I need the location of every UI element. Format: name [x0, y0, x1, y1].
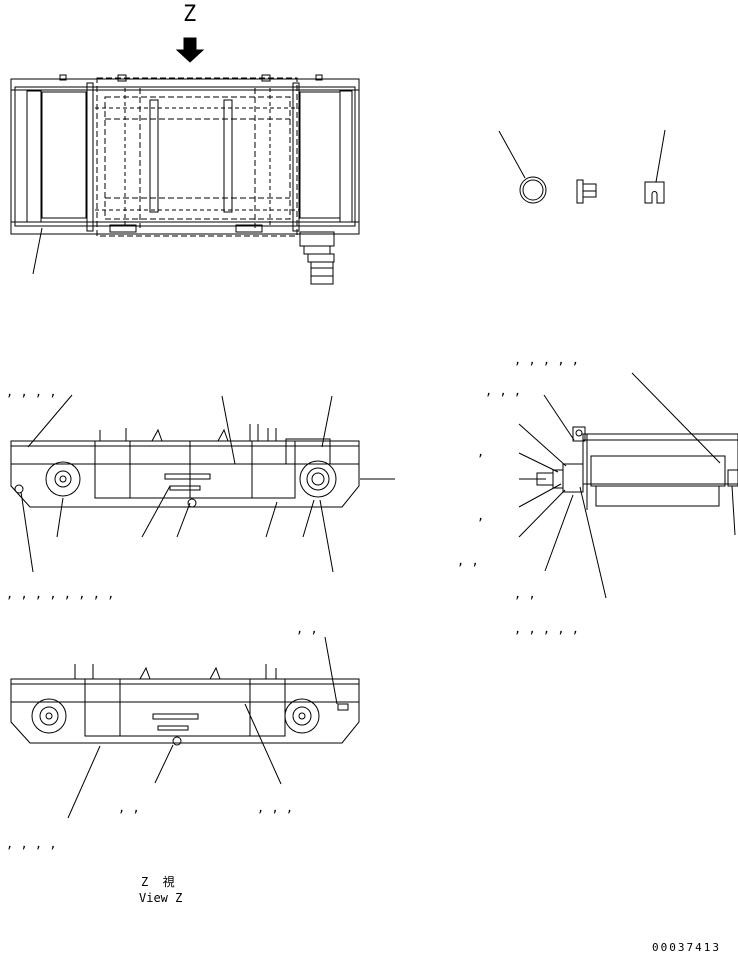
view-caption-jp: Z 視: [141, 875, 175, 889]
side-elevation-view: [11, 395, 395, 572]
callout-marks: , , , , ,: [514, 622, 580, 636]
callout-marks: , ,: [457, 554, 479, 568]
parts-detail: [499, 130, 665, 203]
end-elevation-view: [519, 373, 738, 598]
callout-marks: , , ,: [485, 384, 522, 398]
top-plan-view: [11, 38, 359, 284]
drawing-number: 00037413: [652, 941, 721, 954]
view-z-elevation: [11, 637, 359, 818]
callout-marks: , , , , ,: [514, 353, 580, 367]
callout-marks: , ,: [296, 622, 318, 636]
callout-marks: , , , ,: [6, 385, 57, 399]
callout-marks: ,: [477, 445, 485, 459]
callout-marks: ,: [477, 509, 485, 523]
callout-marks: , , , , , , , ,: [6, 587, 115, 601]
callout-marks: , , ,: [257, 801, 294, 815]
callout-marks: , , , ,: [6, 837, 57, 851]
leader-line: [33, 228, 42, 274]
view-arrow-icon: [177, 38, 203, 62]
view-arrow-label: Z: [183, 2, 197, 27]
callout-marks: , ,: [514, 587, 536, 601]
view-caption-en: View Z: [139, 891, 183, 905]
callout-marks: , ,: [118, 801, 140, 815]
